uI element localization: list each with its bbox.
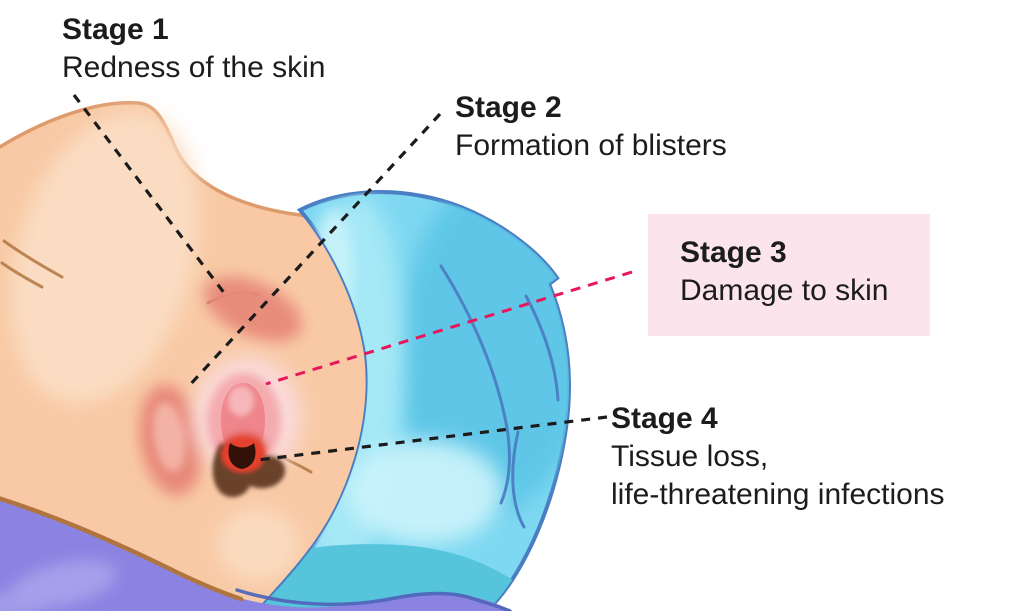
- stage4-description-line2: life-threatening infections: [611, 478, 945, 511]
- redness-spot-upper: [204, 276, 302, 342]
- blanket-highlight-patch: [347, 440, 503, 544]
- redness-spot-left-highlight: [153, 402, 185, 472]
- blanket-fold: [511, 430, 526, 529]
- stage2-label: Stage 2 Formation of blisters: [455, 89, 727, 165]
- stage3-highlight-box: Stage 3 Damage to skin: [648, 214, 930, 336]
- stage4-leader-line: [249, 415, 608, 463]
- stage2-leader-line: [185, 112, 442, 390]
- stage1-redness-spots: [139, 276, 302, 496]
- bed-blanket-boundary: [235, 588, 512, 611]
- stage1-title: Stage 1: [62, 13, 169, 46]
- stage4-title: Stage 4: [611, 402, 718, 435]
- skin-crease: [0, 261, 44, 289]
- stage2-title: Stage 2: [455, 91, 562, 124]
- bed-pillow: [0, 496, 512, 611]
- blanket-fold: [524, 294, 560, 402]
- blister-highlight: [228, 386, 254, 416]
- bed-highlight: [0, 589, 46, 611]
- leader-lines: [72, 94, 633, 463]
- patient-body: [0, 101, 402, 611]
- skin-highlight-lower: [216, 507, 300, 583]
- stage1-label: Stage 1 Redness of the skin: [62, 11, 325, 87]
- body-bottom-edge: [0, 496, 244, 602]
- stage1-leader-line: [72, 94, 230, 299]
- stage4-label: Stage 4 Tissue loss, life-threatening in…: [611, 400, 945, 514]
- bed-purple-wave: [0, 498, 512, 611]
- stage3-title: Stage 3: [680, 236, 787, 269]
- stage3-description: Damage to skin: [680, 274, 889, 307]
- stage3-leader-line: [265, 270, 633, 386]
- wound-core: [228, 443, 256, 469]
- stage4-description-line1: Tissue loss,: [611, 440, 769, 473]
- blanket-fold: [439, 264, 511, 505]
- stage1-description: Redness of the skin: [62, 51, 326, 84]
- skin-crease: [2, 239, 64, 279]
- stage2-description: Formation of blisters: [455, 129, 727, 162]
- skin-highlight: [10, 111, 200, 405]
